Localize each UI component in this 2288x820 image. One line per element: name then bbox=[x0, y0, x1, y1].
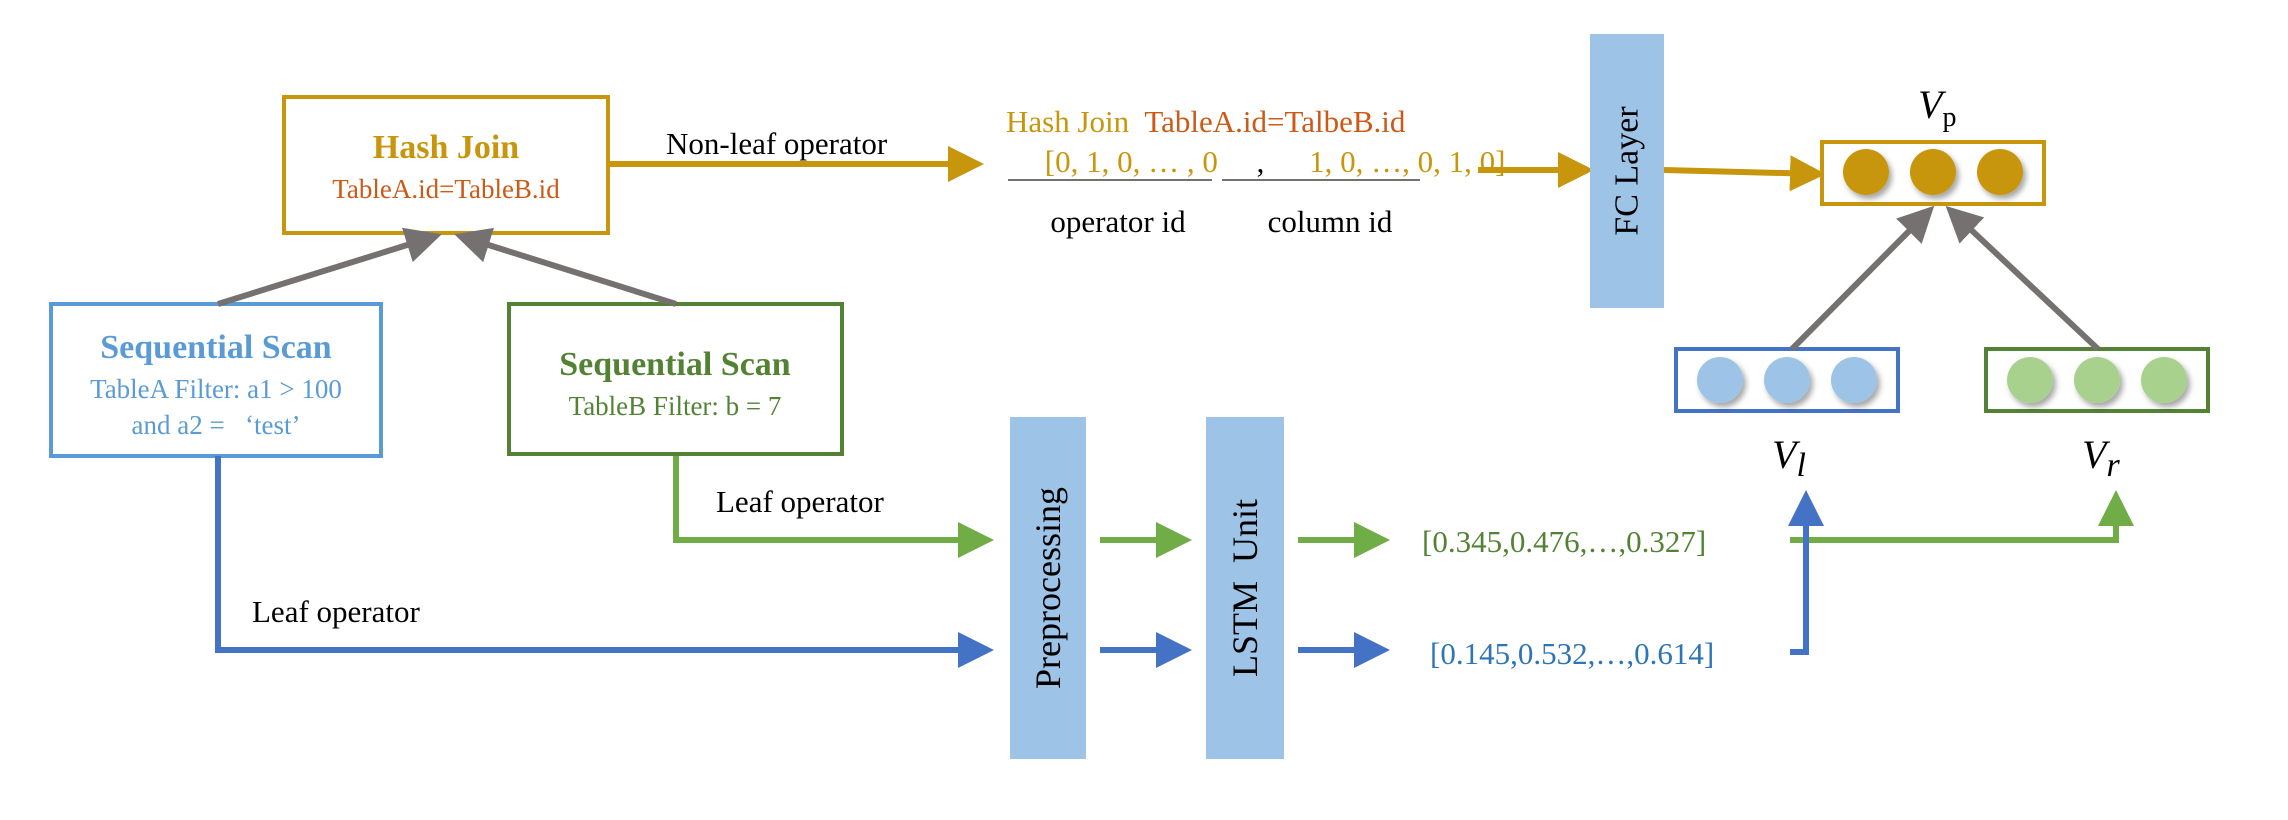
vp-node-3 bbox=[1977, 149, 2023, 195]
scan-a-title: Sequential Scan bbox=[100, 329, 332, 366]
scan-b-filter-line1: TableB Filter: b = 7 bbox=[569, 391, 782, 421]
label-operator-id: operator id bbox=[1050, 204, 1186, 239]
label-column-id: column id bbox=[1268, 204, 1393, 239]
label-non-leaf-operator: Non-leaf operator bbox=[666, 126, 888, 161]
preprocessing-panel bbox=[1010, 417, 1086, 759]
column-id-vector: 1, 0, …, 0, 1, 0] bbox=[1309, 144, 1505, 179]
hash-join-title: Hash Join bbox=[373, 129, 520, 166]
vl-symbol: Vl bbox=[1772, 432, 1806, 484]
vl-main: V bbox=[1772, 432, 1801, 477]
vp-node-2 bbox=[1910, 149, 1956, 195]
vl-node-3 bbox=[1831, 357, 1877, 403]
vp-main: V bbox=[1918, 82, 1947, 127]
scan-a-filter-line1: TableA Filter: a1 > 100 bbox=[90, 374, 342, 404]
vr-node-1 bbox=[2007, 357, 2053, 403]
vl-node-1 bbox=[1697, 357, 1743, 403]
hash-join-box bbox=[282, 95, 610, 235]
edge-vr-to-vp bbox=[1945, 205, 2101, 352]
lstm-panel bbox=[1206, 417, 1284, 759]
fc-layer-label: FC Layer bbox=[1609, 106, 1646, 236]
label-leaf-operator-green: Leaf operator bbox=[716, 484, 884, 519]
arrow-leaf-green-to-preprocessing bbox=[673, 456, 994, 558]
vr-node-2 bbox=[2074, 357, 2120, 403]
vl-subscript: l bbox=[1796, 447, 1805, 484]
encoding-title-operator: Hash Join bbox=[1006, 104, 1130, 139]
label-leaf-operator-blue: Leaf operator bbox=[252, 594, 420, 629]
blue-output-vector: [0.145,0.532,…,0.614] bbox=[1430, 636, 1714, 671]
scan-a-filter-line2: and a2 = ‘test’ bbox=[132, 410, 301, 440]
vr-symbol: Vr bbox=[2082, 432, 2120, 484]
operator-id-vector: [0, 1, 0, … , 0 bbox=[1045, 144, 1218, 179]
edge-scan-a-to-join bbox=[217, 227, 442, 307]
green-output-vector: [0.345,0.476,…,0.327] bbox=[1422, 524, 1706, 559]
scan-a-box bbox=[49, 302, 383, 458]
preprocessing-label: Preprocessing bbox=[1028, 487, 1068, 689]
vl-node-2 bbox=[1764, 357, 1810, 403]
vr-node-3 bbox=[2141, 357, 2187, 403]
vp-node-1 bbox=[1843, 149, 1889, 195]
vp-symbol: Vp bbox=[1918, 82, 1956, 133]
edge-scan-b-to-join bbox=[454, 227, 677, 307]
encoding-vector: [0, 1, 0, … , 0 , 1, 0, …, 0, 1, 0] bbox=[1006, 144, 1529, 179]
fc-layer-panel bbox=[1590, 34, 1664, 308]
arrow-green-vector-to-vr bbox=[1790, 490, 2134, 543]
vector-separator: , bbox=[1257, 144, 1265, 179]
encoding-title-condition: TableA.id=TalbeB.id bbox=[1144, 104, 1406, 139]
lstm-label: LSTM Unit bbox=[1225, 499, 1265, 677]
arrow-blue-vector-to-vl bbox=[1788, 490, 1824, 655]
arrow-fc-to-vp bbox=[1663, 155, 1826, 192]
vr-subscript: r bbox=[2106, 447, 2120, 484]
vp-subscript: p bbox=[1942, 102, 1956, 133]
vr-main: V bbox=[2082, 432, 2111, 477]
arrow-leaf-blue-to-preprocessing bbox=[215, 456, 994, 668]
encoding-title: Hash Join TableA.id=TalbeB.id bbox=[1006, 104, 1406, 139]
scan-b-title: Sequential Scan bbox=[559, 346, 791, 383]
edge-vl-to-vp bbox=[1789, 205, 1935, 352]
hash-join-condition: TableA.id=TableB.id bbox=[332, 174, 560, 204]
